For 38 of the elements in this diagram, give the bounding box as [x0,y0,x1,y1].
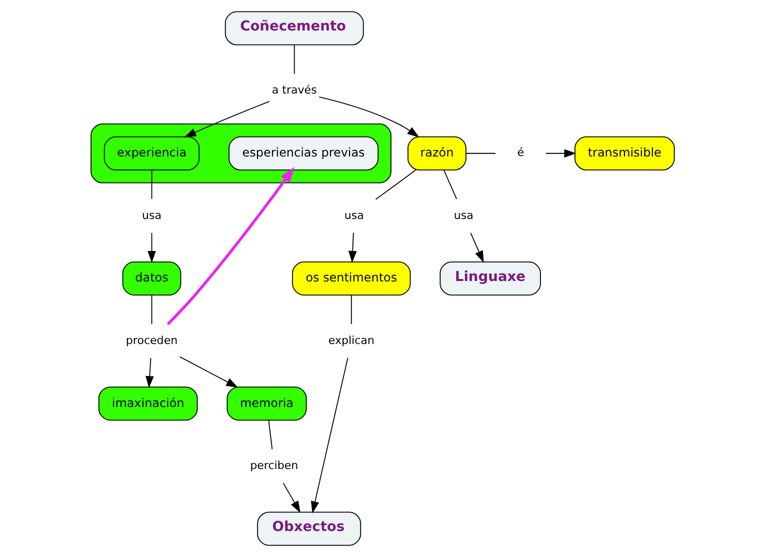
node-box: os sentimentos [292,261,410,296]
arrow [282,482,300,513]
connector [374,170,416,200]
arrow [310,357,348,514]
connector [465,152,496,154]
node-box: Coñecemento [224,11,364,46]
arrow [184,101,270,138]
arrow [166,166,294,326]
node-text: usa [142,208,162,222]
arrow [178,356,238,388]
node-box: experiencia [103,136,200,170]
arrow [318,96,419,138]
connector [350,294,352,325]
arrow [145,357,154,388]
node-box: imaxinación [98,386,198,421]
connector [443,170,457,200]
connector [150,294,152,325]
connector [150,170,152,200]
node-box: Obxectos [256,512,361,546]
node-text: é [516,146,524,160]
node-box: Linguaxe [439,261,540,296]
arrow [544,149,576,158]
connector [268,420,272,450]
node-box: memoria [226,386,306,421]
arrow [470,232,484,263]
node-box: razón [407,136,466,170]
node-box: esperiencias previas [228,136,378,170]
node-box: transmisible [574,136,674,170]
connector [293,44,294,74]
node-box: datos [122,261,181,296]
node-text: usa [453,208,473,222]
node-text: usa [344,208,364,222]
arrow [348,232,356,263]
arrow [147,232,156,263]
node-text: proceden [125,334,178,347]
node-text: explican [328,334,374,347]
node-text: perciben [250,459,298,472]
node-text: a través [271,84,316,97]
